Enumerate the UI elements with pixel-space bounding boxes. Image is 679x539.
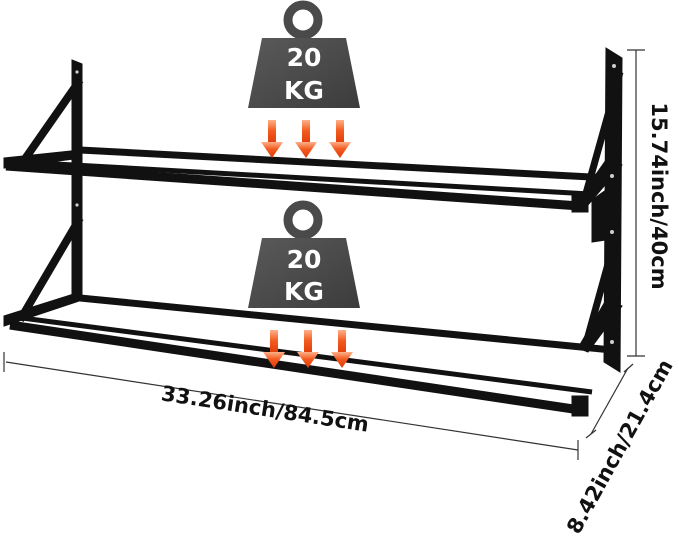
left-side-bracket [3,59,84,327]
down-arrow-icon [329,120,351,158]
rack-frame [3,47,624,417]
height-dimension-label: 15.74inch/40cm [647,102,671,289]
mount-screws [75,64,616,344]
upper-tier [5,146,611,213]
dimension-lines [3,49,645,460]
down-arrow-icon [297,330,319,368]
weight-bottom-value: 20 [287,245,322,274]
weight-bottom-unit: KG [284,277,324,306]
down-arrow-icon [261,120,283,158]
down-arrow-icon [295,120,317,158]
weight-top-unit: KG [284,76,324,105]
right-side-bracket [577,47,624,373]
load-arrows-bottom [263,330,353,368]
weight-bottom: 20 KG [248,200,360,308]
weight-top: 20 KG [248,0,360,108]
width-dimension-label: 33.26inch/84.5cm [160,381,371,436]
weight-top-value: 20 [287,43,322,72]
load-arrows-top [261,120,351,158]
